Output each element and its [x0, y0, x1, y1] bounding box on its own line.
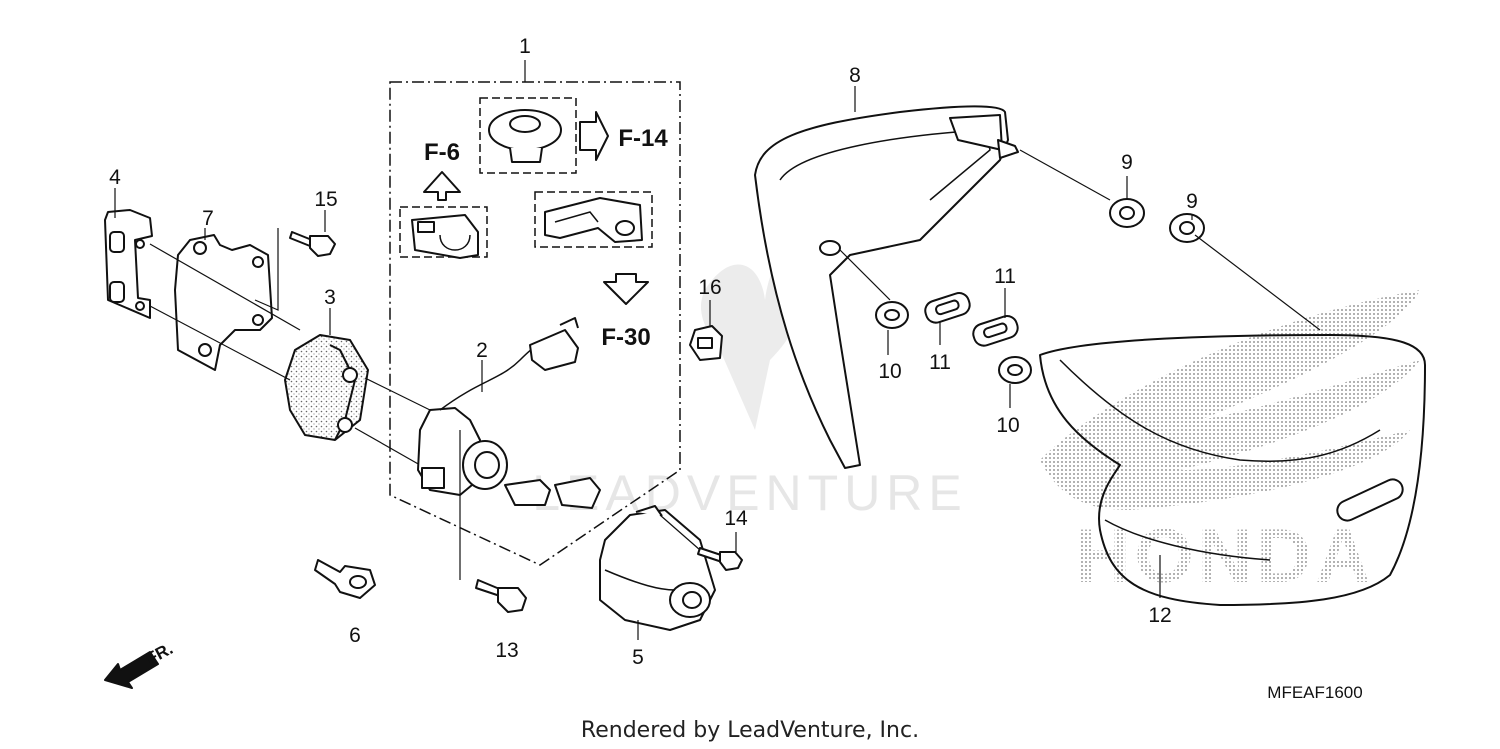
callout-11-lower: 11	[994, 265, 1016, 288]
inset-boundary-f14	[479, 97, 577, 174]
connector-cover-inset	[411, 214, 479, 259]
bolt-part-15	[289, 231, 336, 257]
callout-9-lower: 9	[1186, 190, 1198, 213]
callout-11-upper: 11	[929, 351, 951, 374]
clip-part-16	[689, 325, 723, 361]
arrow-to-f14-icon	[579, 111, 609, 161]
mount-part-3	[284, 334, 369, 441]
clip-part-inset	[488, 109, 562, 163]
callout-4: 4	[109, 166, 121, 189]
credit-line: Rendered by LeadVenture, Inc.	[581, 718, 919, 743]
callout-12: 12	[1148, 604, 1171, 627]
callout-8: 8	[849, 64, 861, 87]
callout-6: 6	[349, 624, 361, 647]
lock-cover-inset	[544, 197, 643, 243]
callout-2: 2	[476, 339, 488, 362]
arrow-to-f30-icon	[603, 273, 649, 305]
leadventure-watermark: LEADVENTURE	[532, 465, 968, 521]
callout-5: 5	[632, 646, 644, 669]
grommet-part-10-upper	[875, 301, 909, 329]
callout-7: 7	[202, 207, 214, 230]
ref-f30: F-30	[601, 324, 650, 351]
honda-wing-watermark	[1040, 290, 1420, 510]
callout-3: 3	[324, 286, 336, 309]
switch-cover-part-5	[599, 505, 716, 631]
plate-part-7	[174, 234, 273, 371]
callout-14: 14	[724, 507, 748, 530]
callout-15: 15	[314, 188, 337, 211]
callout-16: 16	[698, 276, 721, 299]
inset-boundary-f6	[399, 206, 488, 258]
grommet-part-11-upper	[924, 292, 971, 324]
callout-10-lower: 10	[996, 414, 1019, 437]
callout-1: 1	[519, 35, 531, 58]
bracket-part-4	[104, 209, 153, 319]
grommet-part-10-lower	[998, 356, 1032, 384]
key-part-6	[314, 559, 376, 599]
callout-9-upper: 9	[1121, 151, 1133, 174]
bolt-part-14	[697, 547, 743, 571]
kit-boundary-part-1	[389, 81, 681, 566]
callout-10-upper: 10	[878, 360, 901, 383]
side-cover-part-8	[754, 105, 1019, 469]
side-cover-part-12	[1039, 334, 1426, 606]
arrow-to-f6-icon	[423, 171, 461, 201]
grommet-part-11-lower	[972, 315, 1019, 347]
honda-brand-watermark: HONDA	[1076, 514, 1375, 599]
grommet-part-9-upper	[1109, 198, 1145, 228]
ref-f6: F-6	[424, 139, 460, 166]
callout-13: 13	[495, 639, 518, 662]
diagram-code: MFEAF1600	[1267, 683, 1362, 702]
inset-boundary-f30	[534, 191, 653, 248]
bolt-part-13	[475, 579, 527, 613]
ignition-switch-part-2	[417, 317, 601, 509]
ref-f14: F-14	[618, 125, 668, 152]
front-direction-arrow-icon	[104, 651, 159, 689]
